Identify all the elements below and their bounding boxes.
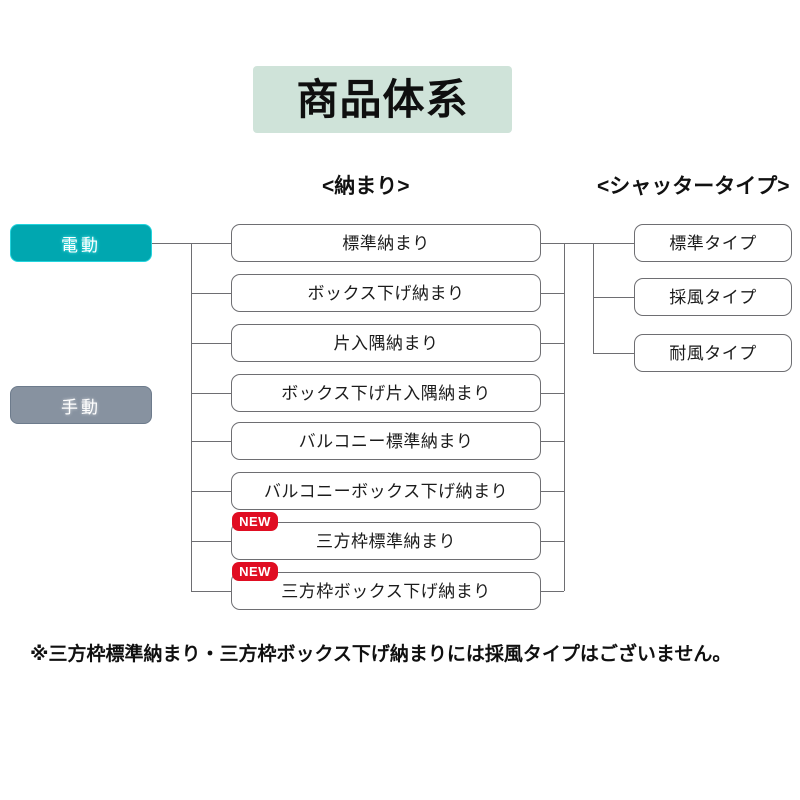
nomari-box-7[interactable]: 三方枠標準納まり <box>231 522 541 560</box>
drive-badge-denki-label: 電動 <box>61 235 101 255</box>
connector-denki-to-trunk <box>152 243 191 244</box>
connector-right-stub-8 <box>541 591 564 592</box>
connector-right-stub-4 <box>541 393 564 394</box>
title-band: 商品体系 <box>253 66 512 133</box>
nomari-box-6[interactable]: バルコニーボックス下げ納まり <box>231 472 541 510</box>
connector-left-trunk <box>191 243 192 591</box>
connector-left-stub-3 <box>191 343 231 344</box>
connector-right-stub-5 <box>541 441 564 442</box>
nomari-box-4-label: ボックス下げ片入隅納まり <box>281 383 491 403</box>
drive-badge-shudo-label: 手動 <box>61 397 101 417</box>
connector-right-stub-6 <box>541 491 564 492</box>
connector-right-trunk <box>564 243 565 591</box>
nomari-box-8-label: 三方枠ボックス下げ納まり <box>281 581 491 601</box>
connector-left-stub-2 <box>191 293 231 294</box>
shutter-box-1[interactable]: 標準タイプ <box>634 224 792 262</box>
nomari-box-1[interactable]: 標準納まり <box>231 224 541 262</box>
new-badge-nomari-7-label: NEW <box>239 514 271 529</box>
nomari-box-3[interactable]: 片入隅納まり <box>231 324 541 362</box>
connector-shutter-stub-3 <box>593 353 634 354</box>
connector-left-stub-8 <box>191 591 231 592</box>
nomari-box-5-label: バルコニー標準納まり <box>298 431 474 451</box>
page-title: 商品体系 <box>296 75 469 123</box>
shutter-box-3[interactable]: 耐風タイプ <box>634 334 792 372</box>
nomari-box-2[interactable]: ボックス下げ納まり <box>231 274 541 312</box>
connector-left-stub-7 <box>191 541 231 542</box>
shutter-box-3-label: 耐風タイプ <box>669 343 757 363</box>
nomari-box-5[interactable]: バルコニー標準納まり <box>231 422 541 460</box>
nomari-box-2-label: ボックス下げ納まり <box>307 283 465 303</box>
nomari-box-1-label: 標準納まり <box>342 233 430 253</box>
connector-shutter-trunk <box>593 243 594 353</box>
connector-right-stub-2 <box>541 293 564 294</box>
new-badge-nomari-8-label: NEW <box>239 564 271 579</box>
column-header-shutter: <シャッタータイプ> <box>597 175 790 198</box>
nomari-box-6-label: バルコニーボックス下げ納まり <box>263 481 509 501</box>
new-badge-nomari-8: NEW <box>232 562 278 581</box>
connector-left-stub-4 <box>191 393 231 394</box>
nomari-box-4[interactable]: ボックス下げ片入隅納まり <box>231 374 541 412</box>
connector-right-stub-1 <box>541 243 564 244</box>
shutter-box-1-label: 標準タイプ <box>669 233 757 253</box>
connector-left-stub-5 <box>191 441 231 442</box>
drive-badge-shudo[interactable]: 手動 <box>10 386 152 424</box>
connector-right-stub-3 <box>541 343 564 344</box>
nomari-box-8[interactable]: 三方枠ボックス下げ納まり <box>231 572 541 610</box>
footnote: ※三方枠標準納まり・三方枠ボックス下げ納まりには採風タイプはございません。 <box>30 644 732 665</box>
connector-shutter-stub-1 <box>593 243 634 244</box>
column-header-nomari: <納まり> <box>322 175 410 198</box>
shutter-box-2-label: 採風タイプ <box>669 287 757 307</box>
shutter-box-2[interactable]: 採風タイプ <box>634 278 792 316</box>
connector-right-stub-7 <box>541 541 564 542</box>
drive-badge-denki[interactable]: 電動 <box>10 224 152 262</box>
nomari-box-3-label: 片入隅納まり <box>333 333 439 353</box>
connector-left-stub-1 <box>191 243 231 244</box>
connector-left-stub-6 <box>191 491 231 492</box>
connector-trunk-bridge <box>564 243 594 244</box>
nomari-box-7-label: 三方枠標準納まり <box>316 531 456 551</box>
connector-shutter-stub-2 <box>593 297 634 298</box>
new-badge-nomari-7: NEW <box>232 512 278 531</box>
